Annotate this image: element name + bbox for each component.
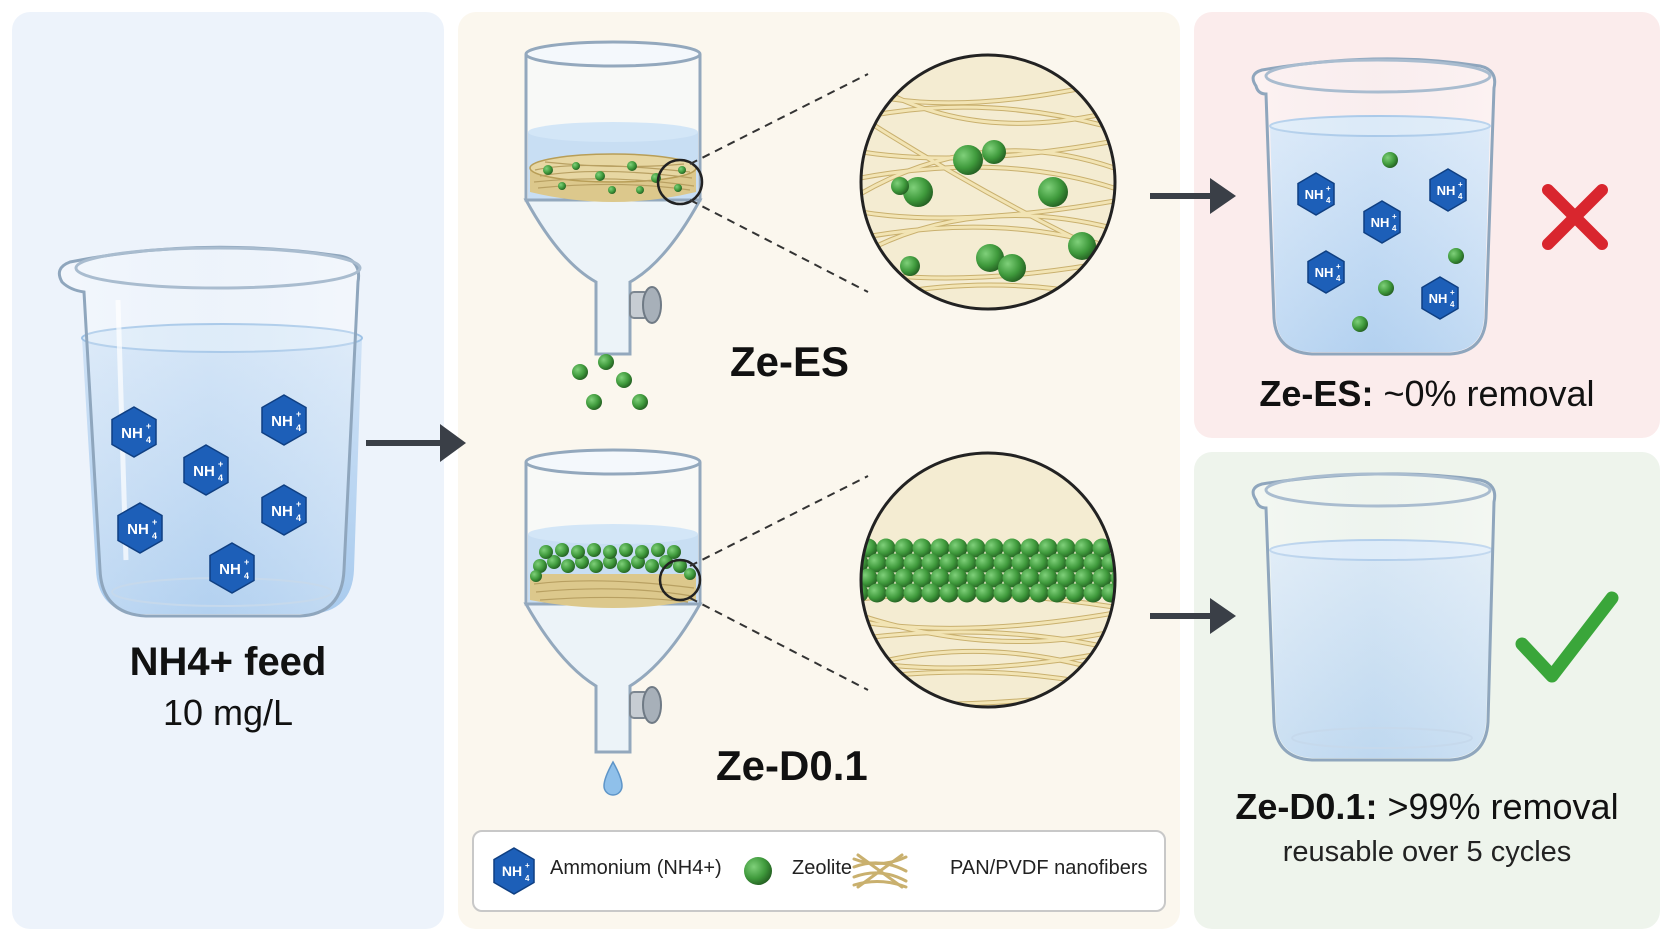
feed-title: NH4+ feed <box>0 640 456 685</box>
feed-concentration: 10 mg/L <box>162 692 294 733</box>
ze-es-zoom-view <box>859 53 1117 311</box>
ze-d01-reuse-note: reusable over 5 cycles <box>1282 836 1572 868</box>
ze-es-label: Ze-ES <box>730 338 850 385</box>
ze-d01-label: Ze-D0.1 <box>716 742 868 789</box>
arrow-right-icon <box>1150 598 1236 634</box>
zeolite-icon <box>744 857 772 885</box>
ze-d01-result-name: Ze-D0.1: <box>1235 786 1378 827</box>
ze-es-result: Ze-ES: ~0% removal <box>1194 373 1660 415</box>
ze-d01-result: Ze-D0.1: >99% removal <box>1194 786 1660 828</box>
fail-cross-icon <box>1542 184 1608 250</box>
leaking-zeolite <box>572 354 648 410</box>
svg-text:4: 4 <box>525 874 530 883</box>
svg-text:+: + <box>525 861 530 870</box>
ze-d01-funnel <box>523 448 703 754</box>
ze-es-funnel <box>523 40 704 356</box>
ze-d01-result-beaker <box>1251 472 1497 762</box>
zoom-ring <box>658 558 702 602</box>
zoom-ring <box>656 158 704 206</box>
legend-ammonium-label: Ammonium (NH4+) <box>550 857 722 879</box>
legend: NH 4 + Ammonium (NH4+) Zeolite PAN/PVDF … <box>472 830 1166 912</box>
feed-title-text: NH4+ feed <box>129 640 327 684</box>
legend-fibers-label: PAN/PVDF nanofibers <box>950 857 1148 879</box>
legend-swatches: NH 4 + <box>493 847 908 895</box>
legend-zeolite-label: Zeolite <box>792 857 853 879</box>
ze-es-result-name: Ze-ES: <box>1259 373 1374 414</box>
ze-es-result-value: ~0% removal <box>1383 373 1595 414</box>
ze-es-result-beaker <box>1251 57 1497 356</box>
water-drop-icon <box>603 760 623 796</box>
arrow-right-icon <box>1150 178 1236 214</box>
arrow-right-icon <box>366 424 466 462</box>
ammonium-ion-icon: NH 4 + <box>493 847 535 895</box>
nanofiber-icon <box>852 853 908 889</box>
pass-check-icon <box>1515 591 1619 683</box>
svg-text:NH: NH <box>502 863 522 879</box>
ze-d01-zoom-view <box>859 451 1117 709</box>
ze-d01-result-value: >99% removal <box>1387 786 1619 827</box>
